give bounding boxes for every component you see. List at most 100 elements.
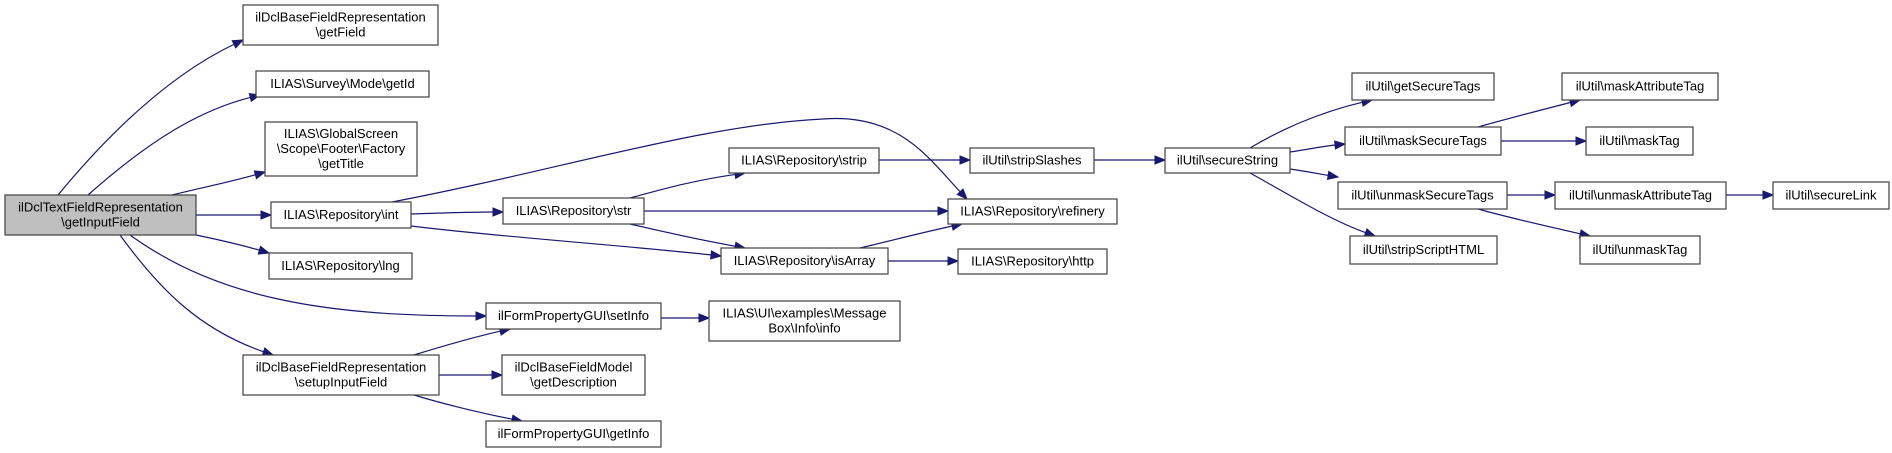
- node-label: \Scope\Footer\Factory: [277, 141, 406, 156]
- node-box: [1554, 181, 1727, 210]
- node-box: [264, 121, 418, 177]
- node-label: ilUtil\secureString: [1177, 153, 1278, 168]
- node-strip[interactable]: ILIAS\Repository\strip: [728, 147, 880, 174]
- node-unmask-tag[interactable]: ilUtil\unmaskTag: [1579, 235, 1701, 265]
- node-label: ILIAS\Repository\strip: [741, 153, 867, 168]
- node-secure-string[interactable]: ilUtil\secureString: [1164, 147, 1291, 174]
- node-get-description[interactable]: ilDclBaseFieldModel\getDescription: [501, 354, 646, 396]
- edge-unmask-attribute-tag-to-secure-link: [1726, 190, 1775, 200]
- node-get-secure-tags[interactable]: ilUtil\getSecureTags: [1351, 72, 1495, 101]
- node-label: ilUtil\maskAttributeTag: [1576, 79, 1705, 94]
- node-str[interactable]: ILIAS\Repository\str: [502, 197, 645, 225]
- node-box: [242, 354, 440, 396]
- edge-str-to-strip: [629, 169, 747, 199]
- edge-line: [1289, 168, 1330, 177]
- edge-line: [391, 117, 962, 203]
- arrowhead-icon: [260, 210, 273, 220]
- edges-layer: [57, 39, 1775, 424]
- node-box: [969, 147, 1095, 174]
- arrowhead-icon: [257, 245, 271, 255]
- node-label: \getDescription: [530, 375, 617, 390]
- edge-line: [1477, 101, 1572, 128]
- arrowhead-icon: [959, 155, 972, 165]
- edge-line: [859, 225, 954, 249]
- edge-line: [1477, 208, 1582, 235]
- edge-strip-slashes-to-secure-string: [1093, 155, 1167, 165]
- arrowhead-icon: [231, 39, 245, 49]
- arrowhead-icon: [937, 206, 950, 216]
- node-box: [1351, 72, 1495, 101]
- node-box: [270, 201, 412, 229]
- edge-line: [410, 211, 495, 215]
- edge-line: [413, 330, 502, 356]
- edge-set-info-to-msg-info: [661, 313, 711, 323]
- node-box: [1344, 126, 1502, 156]
- node-label: ilFormPropertyGUI\setInfo: [498, 308, 649, 323]
- node-box: [485, 420, 662, 448]
- node-label: ilUtil\secureLink: [1785, 188, 1877, 203]
- edge-line: [1249, 101, 1364, 149]
- edge-unmask-secure-tags-to-unmask-tag: [1477, 208, 1592, 239]
- edge-setup-input-field-to-set-info: [413, 326, 512, 356]
- arrowhead-icon: [475, 311, 488, 321]
- arrowhead-icon: [492, 207, 505, 217]
- node-get-info[interactable]: ilFormPropertyGUI\getInfo: [485, 420, 662, 448]
- arrowhead-icon: [1363, 228, 1377, 237]
- edge-mask-secure-tags-to-mask-tag: [1500, 136, 1588, 146]
- edge-line: [1249, 172, 1367, 234]
- edge-secure-string-to-unmask-secure-tags: [1289, 168, 1340, 180]
- node-label: ilUtil\maskTag: [1599, 133, 1679, 148]
- node-strip-slashes[interactable]: ilUtil\stripSlashes: [969, 147, 1095, 174]
- node-label: ilUtil\stripScriptHTML: [1363, 242, 1484, 257]
- node-mask-secure-tags[interactable]: ilUtil\maskSecureTags: [1344, 126, 1502, 156]
- node-int[interactable]: ILIAS\Repository\int: [270, 201, 412, 229]
- edge-line: [195, 234, 261, 252]
- edge-str-to-is-array: [629, 223, 747, 251]
- arrowhead-icon: [947, 256, 960, 266]
- node-get-field[interactable]: ilDclBaseFieldRepresentation\getField: [242, 4, 439, 46]
- edge-root-to-get-title: [171, 170, 267, 196]
- edge-line: [413, 394, 514, 420]
- node-refinery[interactable]: ILIAS\Repository\refinery: [947, 198, 1118, 225]
- node-box: [502, 197, 645, 225]
- edge-setup-input-field-to-get-description: [439, 370, 504, 380]
- node-unmask-secure-tags[interactable]: ilUtil\unmaskSecureTags: [1337, 181, 1508, 210]
- node-box: [1164, 147, 1291, 174]
- node-label: \getInputField: [61, 215, 140, 230]
- edge-line: [171, 173, 257, 196]
- node-box: [501, 354, 646, 396]
- node-unmask-attribute-tag[interactable]: ilUtil\unmaskAttributeTag: [1554, 181, 1727, 210]
- node-lng[interactable]: ILIAS\Repository\lng: [268, 252, 413, 280]
- node-label: ILIAS\UI\examples\Message: [722, 306, 886, 321]
- edge-int-to-str: [410, 207, 505, 217]
- edge-mask-secure-tags-to-mask-attribute-tag: [1477, 98, 1582, 128]
- node-is-array[interactable]: ILIAS\Repository\isArray: [720, 247, 889, 275]
- node-box: [728, 147, 880, 174]
- node-label: ILIAS\GlobalScreen: [284, 126, 398, 141]
- edge-line: [629, 223, 737, 248]
- node-mask-attribute-tag[interactable]: ilUtil\maskAttributeTag: [1561, 72, 1719, 101]
- node-label: ilUtil\stripSlashes: [983, 153, 1082, 168]
- edge-root-to-get-field: [57, 39, 245, 196]
- nodes-layer: ilDclTextFieldRepresentation\getInputFie…: [4, 4, 1890, 448]
- node-setup-input-field[interactable]: ilDclBaseFieldRepresentation\setupInputF…: [242, 354, 440, 396]
- node-root: ilDclTextFieldRepresentation\getInputFie…: [4, 194, 197, 236]
- node-secure-link[interactable]: ilUtil\secureLink: [1772, 181, 1890, 210]
- node-http[interactable]: ILIAS\Repository\http: [957, 248, 1108, 275]
- edge-int-to-refinery: [391, 117, 968, 203]
- node-label: ilUtil\getSecureTags: [1366, 79, 1481, 94]
- node-set-info[interactable]: ilFormPropertyGUI\setInfo: [485, 302, 662, 330]
- node-mask-tag[interactable]: ilUtil\maskTag: [1585, 126, 1694, 156]
- edge-line: [1289, 144, 1337, 153]
- node-strip-script-html[interactable]: ilUtil\stripScriptHTML: [1349, 235, 1498, 265]
- node-get-title[interactable]: ILIAS\GlobalScreen\Scope\Footer\Factory\…: [264, 121, 418, 177]
- node-label: \getField: [316, 25, 366, 40]
- node-get-id[interactable]: ILIAS\Survey\Mode\getId: [255, 70, 430, 98]
- node-label: ilUtil\unmaskAttributeTag: [1569, 188, 1712, 203]
- node-box: [1585, 126, 1694, 156]
- node-label: ilUtil\unmaskTag: [1593, 242, 1688, 257]
- node-box: [1349, 235, 1498, 265]
- node-label: \setupInputField: [295, 375, 388, 390]
- edge-root-to-set-info: [129, 234, 488, 321]
